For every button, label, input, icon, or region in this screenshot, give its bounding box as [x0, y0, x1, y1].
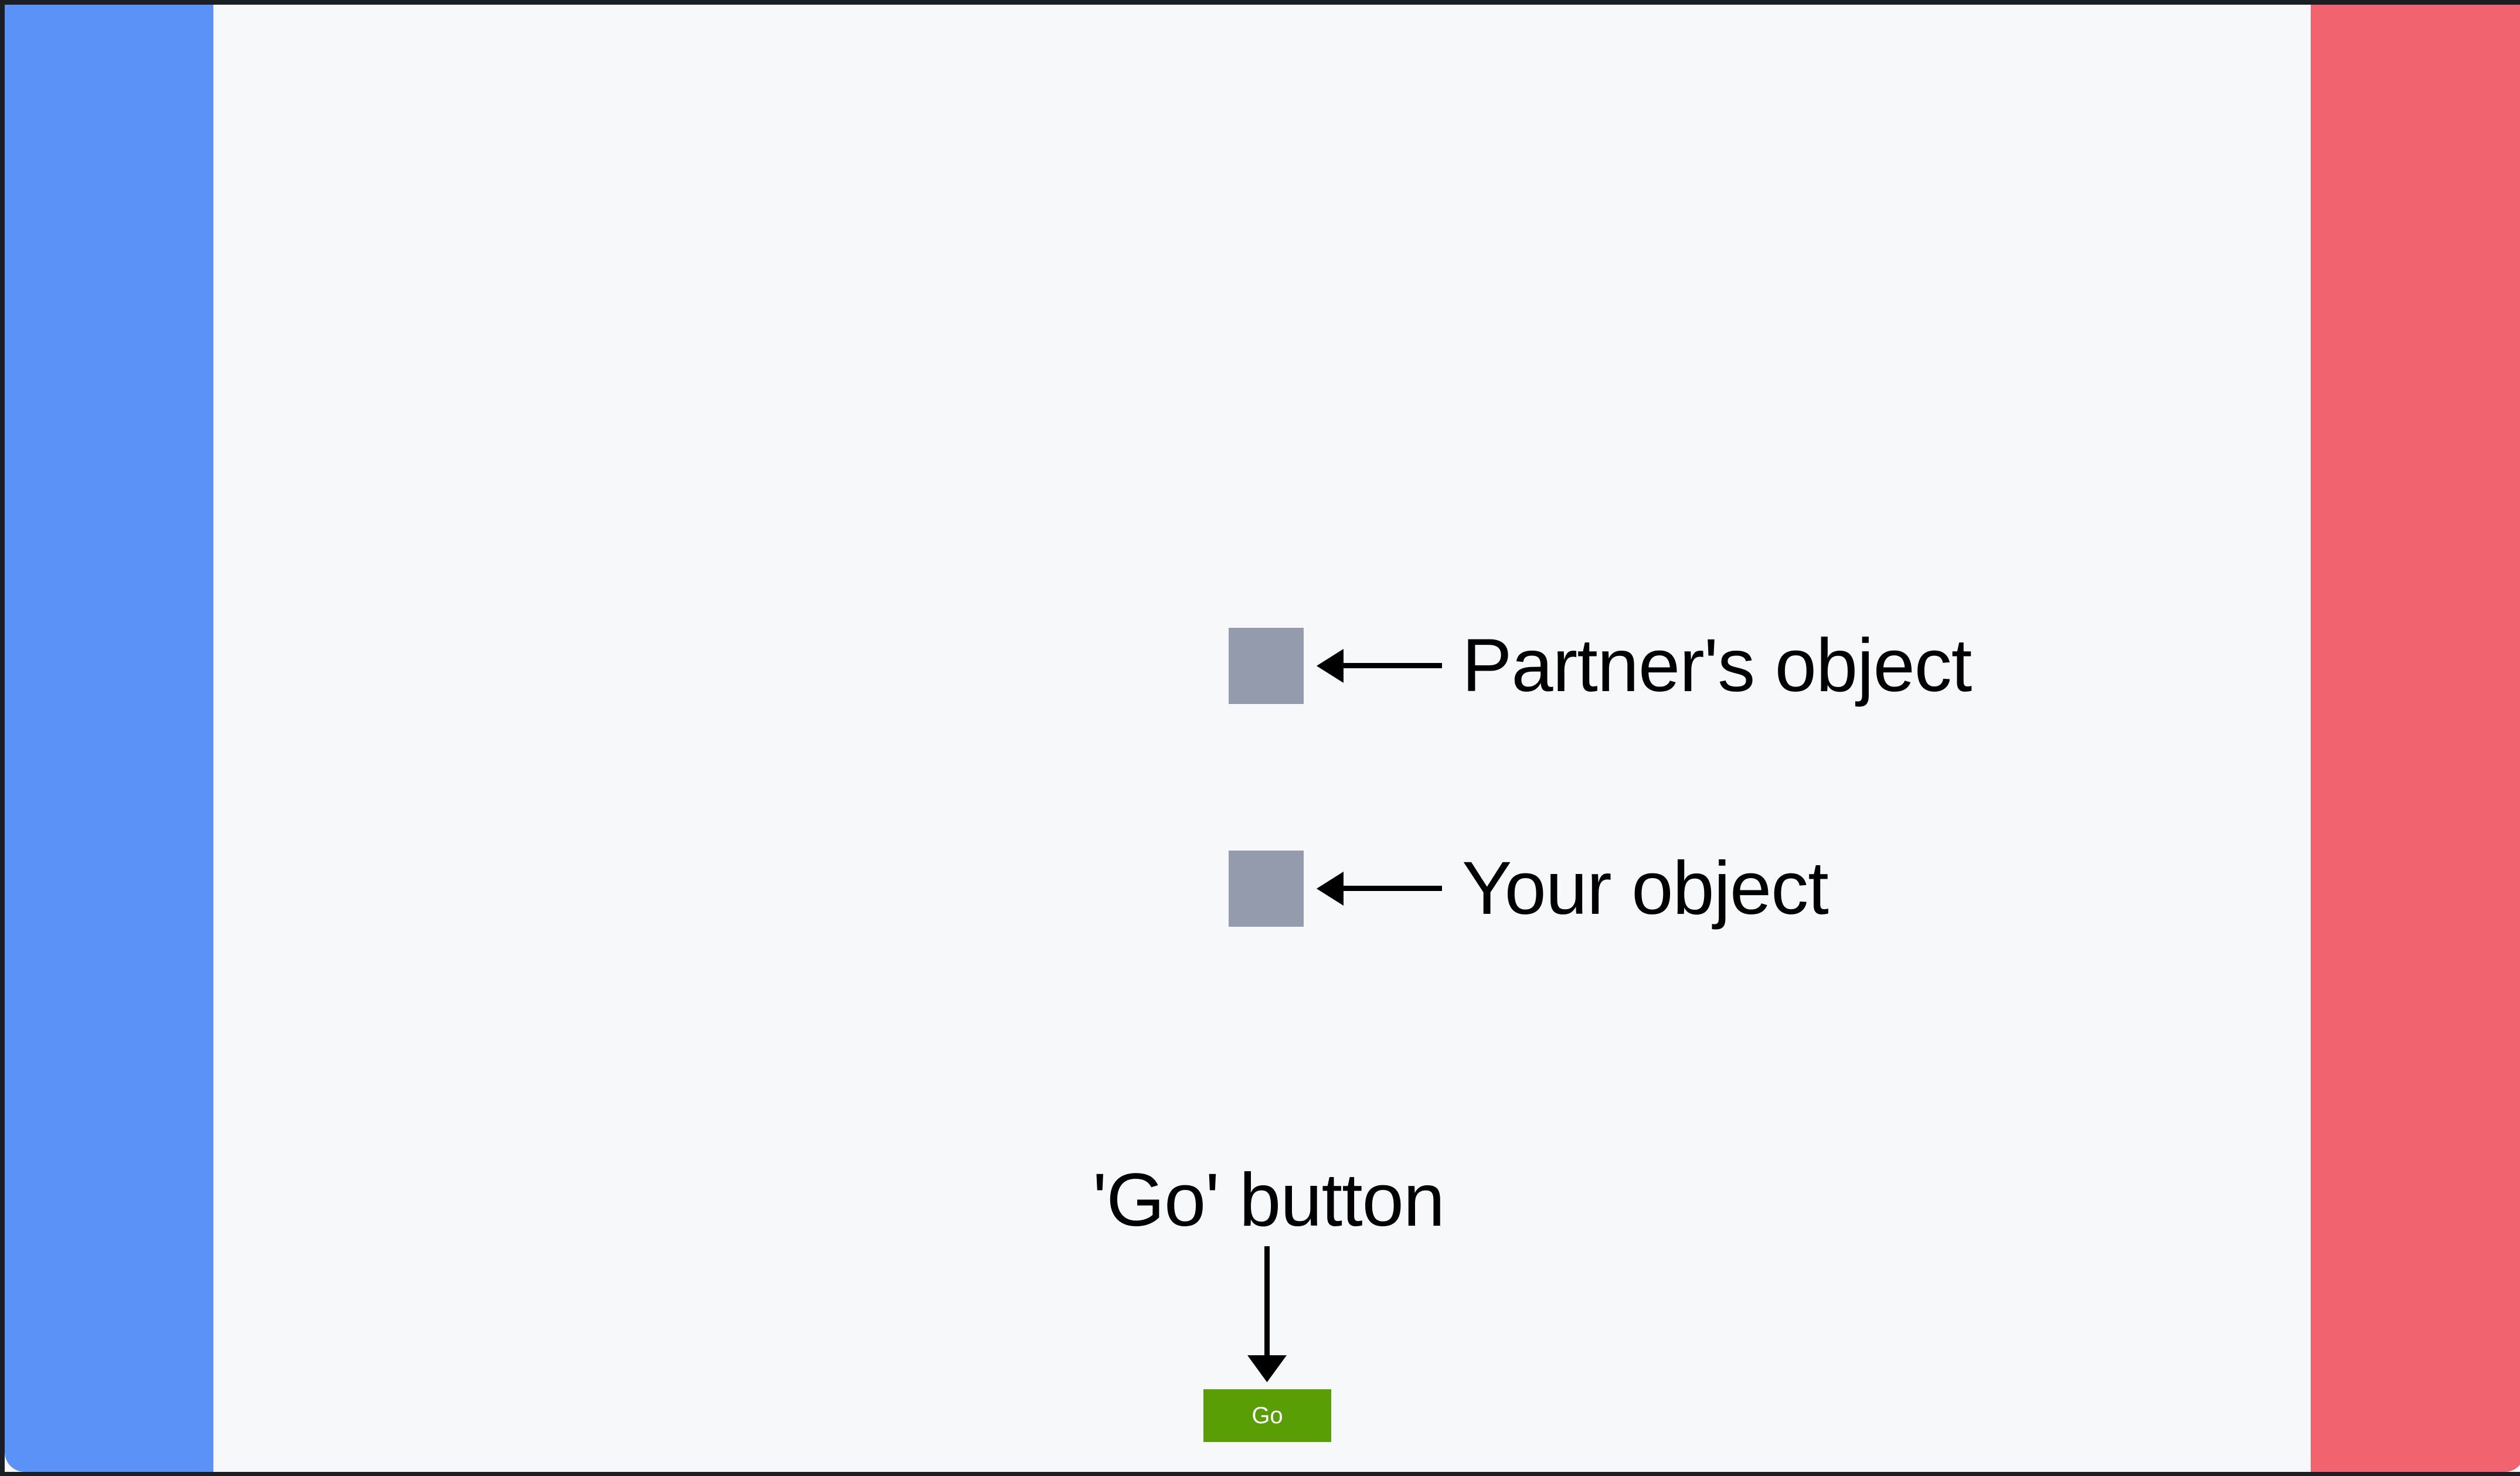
- partner-object-row: Partner's object: [1229, 624, 1972, 708]
- partner-object-swatch[interactable]: [1229, 628, 1304, 704]
- arrow-down-icon: [1247, 1246, 1287, 1382]
- partner-side-panel: [5, 5, 213, 1472]
- arrow-left-icon: [1317, 649, 1442, 683]
- partner-object-label: Partner's object: [1462, 624, 1972, 708]
- your-object-label: Your object: [1462, 846, 1829, 930]
- go-button[interactable]: Go: [1203, 1389, 1331, 1442]
- go-button-annotation: 'Go' button: [1087, 1163, 1450, 1238]
- your-object-row: Your object: [1229, 846, 1829, 930]
- go-button-annotation-label: 'Go' button: [1092, 1158, 1445, 1242]
- arrow-left-icon: [1317, 872, 1442, 906]
- your-side-panel: [2311, 5, 2520, 1472]
- your-object-swatch[interactable]: [1229, 851, 1304, 927]
